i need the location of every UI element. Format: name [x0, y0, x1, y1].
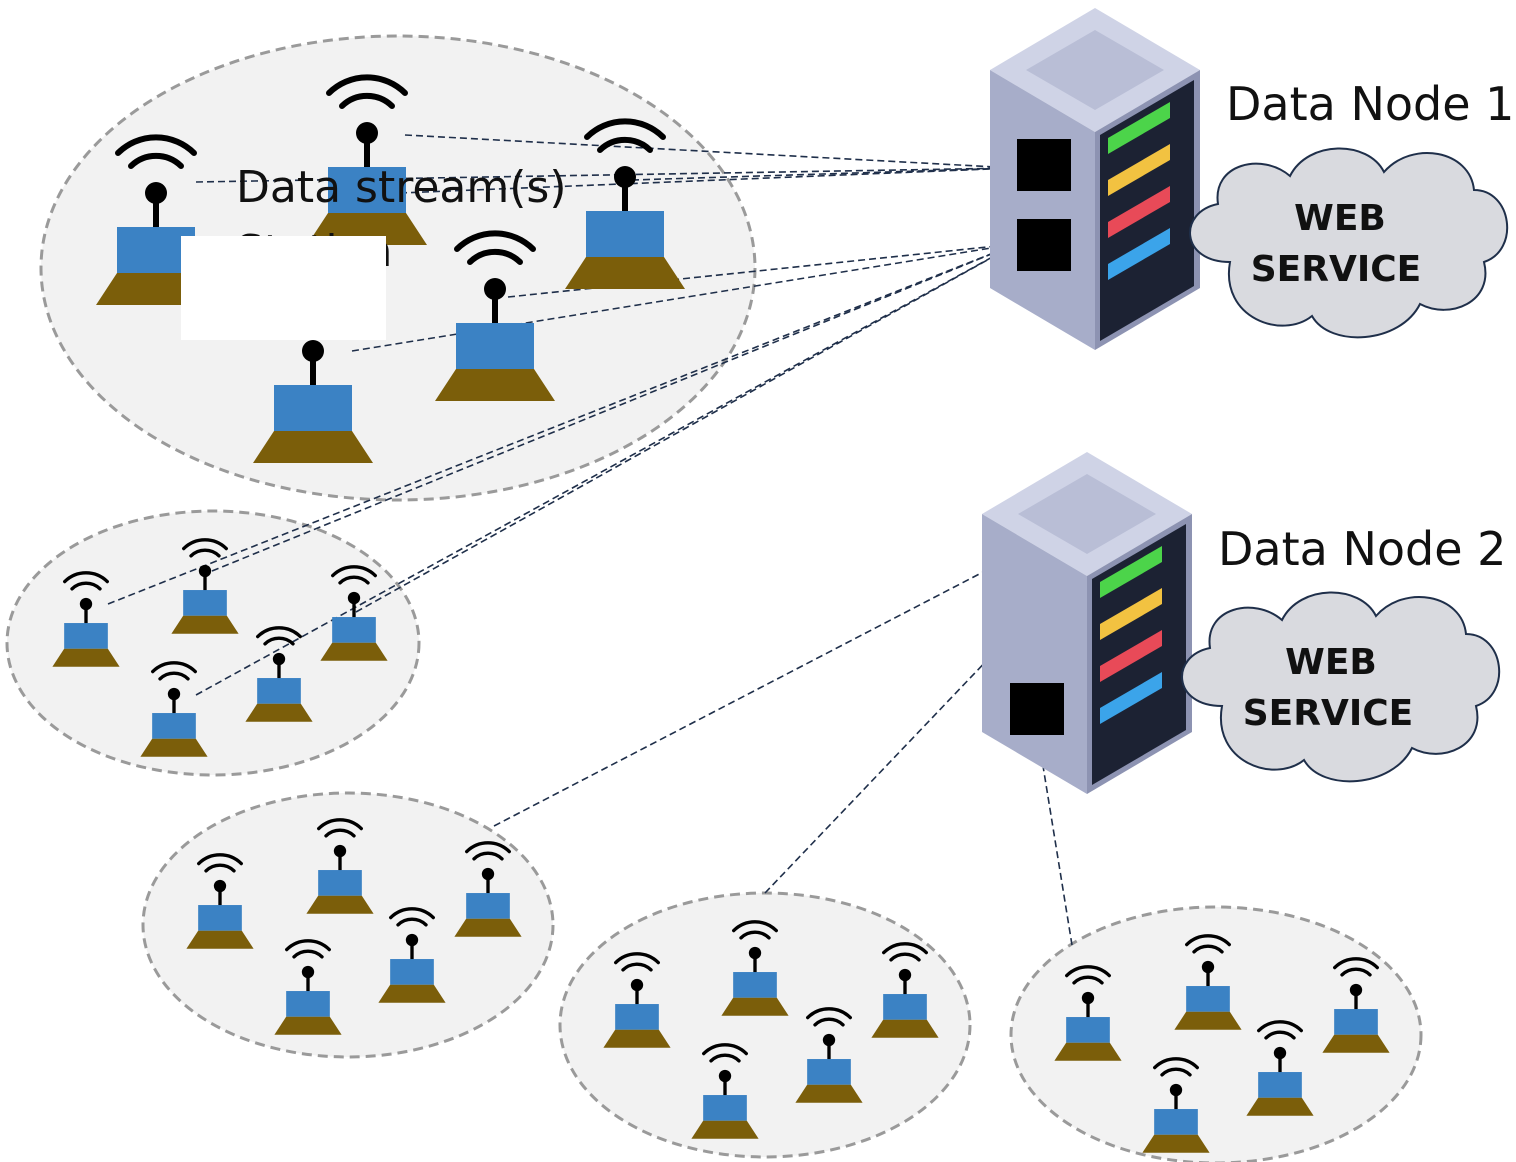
- cloud-1-line-2: SERVICE: [1251, 249, 1422, 290]
- cluster-large: [39, 34, 757, 502]
- cluster-5: [1009, 905, 1423, 1162]
- wireless-station-icon: [186, 853, 254, 949]
- wireless-station-icon: [435, 230, 555, 401]
- link: [493, 555, 1015, 827]
- port-icon: [1017, 219, 1071, 271]
- wireless-station-icon: [378, 907, 446, 1003]
- wireless-station-icon: [871, 942, 939, 1038]
- server-2-label: Data Node 2: [1218, 522, 1506, 576]
- port-icon: [1017, 139, 1071, 191]
- wireless-station-icon: [795, 1007, 863, 1103]
- station-clusters: [5, 34, 1423, 1162]
- cloud-2-line-1: WEB: [1285, 642, 1377, 683]
- wireless-station-icon: [96, 134, 216, 305]
- stream-label-line-1: Data stream(s): [236, 162, 567, 213]
- link: [764, 631, 1015, 894]
- wireless-station-icon: [691, 1043, 759, 1139]
- wireless-station-icon: [1142, 1057, 1210, 1153]
- wireless-station-icon: [1246, 1020, 1314, 1116]
- white-cover-box: [181, 236, 386, 340]
- cloud-2: WEB SERVICE: [1181, 591, 1501, 783]
- wireless-station-icon: [171, 538, 239, 634]
- link: [399, 167, 1015, 194]
- wireless-station-icon: [52, 571, 120, 667]
- cluster-3: [141, 791, 555, 1059]
- cloud-icon: [1181, 591, 1501, 783]
- cluster-2: [5, 509, 421, 777]
- port-icon: [1010, 683, 1064, 735]
- link: [404, 134, 1015, 169]
- link: [355, 243, 1017, 613]
- server-icon: [982, 452, 1192, 794]
- wireless-station-icon: [306, 818, 374, 914]
- cloud-1-line-1: WEB: [1294, 198, 1386, 239]
- server-1-label: Data Node 1: [1226, 77, 1514, 131]
- cloud-1: WEB SERVICE: [1189, 147, 1509, 339]
- link: [211, 243, 1017, 572]
- wireless-station-icon: [140, 661, 208, 757]
- wireless-station-icon: [320, 565, 388, 661]
- wireless-station-icon: [1322, 957, 1390, 1053]
- rack-leds: [1108, 102, 1170, 280]
- stream-label-group: Data stream(s) Station: [181, 162, 567, 340]
- wireless-station-icon: [274, 939, 342, 1035]
- cloud-icon: [1189, 147, 1509, 339]
- wireless-station-icon: [603, 952, 671, 1048]
- link: [107, 243, 1017, 605]
- link: [631, 167, 1015, 181]
- wireless-station-icon: [454, 841, 522, 937]
- wireless-station-icon: [1054, 965, 1122, 1061]
- wireless-station-icon: [721, 920, 789, 1016]
- wireless-station-icon: [565, 118, 685, 289]
- cloud-2-line-2: SERVICE: [1243, 693, 1414, 734]
- server-2: [982, 452, 1192, 794]
- wireless-station-icon: [245, 626, 313, 722]
- link: [507, 243, 1017, 298]
- wireless-station-icon: [1174, 934, 1242, 1030]
- link: [1037, 734, 1073, 946]
- stations: [52, 74, 1390, 1153]
- rack-leds: [1100, 546, 1162, 724]
